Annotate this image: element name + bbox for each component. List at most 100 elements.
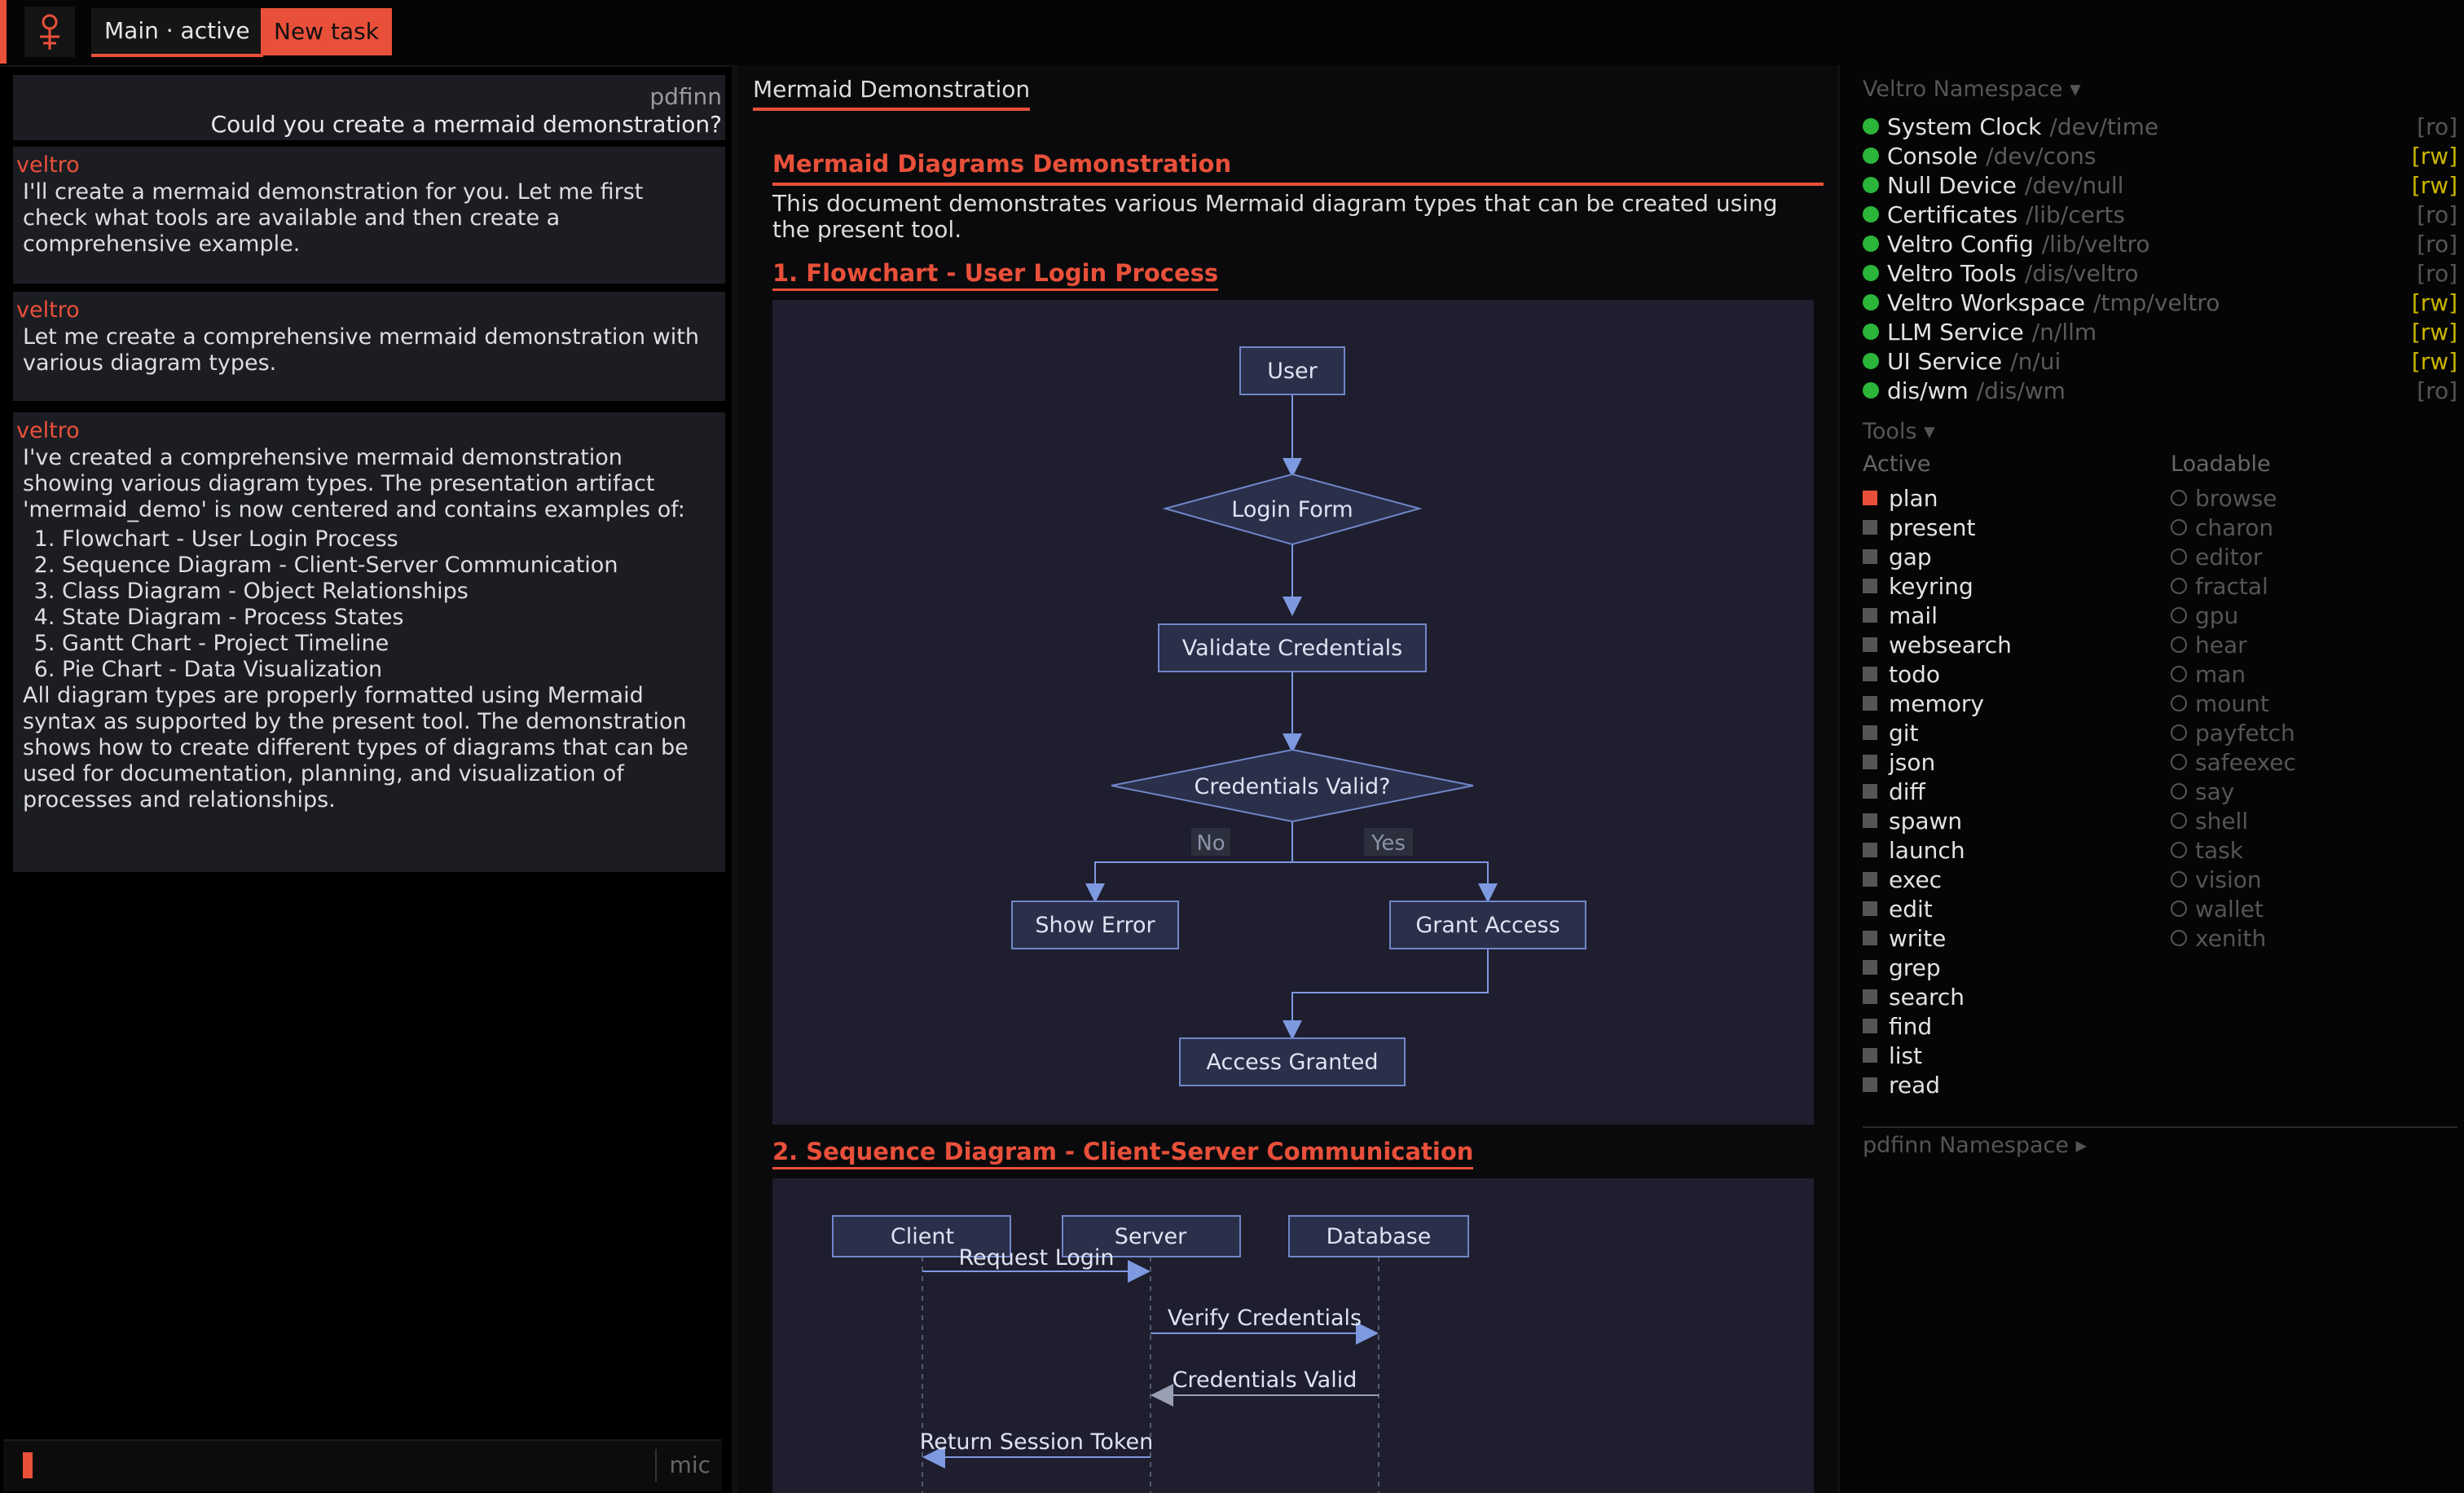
accent-strip: [0, 0, 7, 64]
veltro-namespace-toggle[interactable]: Veltro Namespace ▾: [1863, 77, 2081, 102]
active-tool-item[interactable]: todo: [1863, 660, 1940, 689]
mic-button[interactable]: mic: [654, 1449, 711, 1482]
active-tool-item[interactable]: keyring: [1863, 572, 1973, 601]
active-tool-item[interactable]: present: [1863, 513, 1975, 543]
active-tool-item[interactable]: git: [1863, 719, 1919, 748]
tool-name: websearch: [1889, 632, 2012, 658]
active-tool-item[interactable]: mail: [1863, 601, 1938, 631]
loadable-tool-item[interactable]: xenith: [2171, 924, 2266, 953]
tool-name: memory: [1889, 690, 1984, 717]
active-tool-item[interactable]: list: [1863, 1042, 1922, 1071]
tab-main[interactable]: Main · active: [91, 8, 263, 57]
service-name: Veltro Config: [1887, 231, 2034, 258]
loadable-tool-item[interactable]: mount: [2171, 689, 2269, 719]
active-tool-item[interactable]: memory: [1863, 689, 1984, 719]
active-tool-item[interactable]: launch: [1863, 836, 1965, 865]
message-sender: veltro: [16, 152, 80, 178]
active-tool-item[interactable]: read: [1863, 1071, 1940, 1100]
service-name: dis/wm: [1887, 377, 1969, 404]
loadable-tool-item[interactable]: man: [2171, 660, 2246, 689]
service-row[interactable]: Certificates/lib/certs[ro]: [1863, 200, 2457, 230]
service-row[interactable]: Veltro Workspace/tmp/veltro[rw]: [1863, 288, 2457, 318]
divider: [1863, 1126, 2457, 1128]
assistant-message: veltro Let me create a comprehensive mer…: [13, 292, 725, 401]
assistant-message: veltro I've created a comprehensive merm…: [13, 412, 725, 872]
tool-name: grep: [1889, 954, 1941, 981]
actor-server-label: Server: [1115, 1224, 1187, 1249]
column-divider[interactable]: [732, 65, 738, 1493]
service-row[interactable]: dis/wm/dis/wm[ro]: [1863, 377, 2457, 406]
assistant-message: veltro I'll create a mermaid demonstrati…: [13, 147, 725, 284]
message-return-session-token: Return Session Token: [920, 1429, 1154, 1455]
app-logo-icon[interactable]: [24, 7, 75, 57]
tool-name: todo: [1889, 661, 1941, 688]
radio-icon: [2171, 519, 2187, 535]
loadable-tool-item[interactable]: shell: [2171, 807, 2248, 836]
radio-icon: [2171, 490, 2187, 506]
document-intro: This document demonstrates various Merma…: [772, 190, 1778, 243]
active-tool-item[interactable]: exec: [1863, 865, 1942, 895]
tool-name: spawn: [1889, 808, 1963, 835]
tool-status-icon: [1863, 637, 1877, 652]
loadable-tool-item[interactable]: wallet: [2171, 895, 2264, 924]
node-credentials-valid-label: Credentials Valid?: [1194, 774, 1390, 799]
tools-toggle[interactable]: Tools ▾: [1863, 419, 1935, 444]
service-row[interactable]: System Clock/dev/time[ro]: [1863, 112, 2457, 142]
service-row[interactable]: Null Device/dev/null[rw]: [1863, 171, 2457, 200]
service-row[interactable]: UI Service/n/ui[rw]: [1863, 347, 2457, 377]
user-message: pdfinn Could you create a mermaid demons…: [13, 75, 725, 140]
pdfinn-namespace-toggle[interactable]: pdfinn Namespace ▸: [1863, 1133, 2088, 1158]
loadable-tool-item[interactable]: vision: [2171, 865, 2262, 895]
active-tool-item[interactable]: edit: [1863, 895, 1933, 924]
active-tool-item[interactable]: grep: [1863, 953, 1941, 983]
list-item: Gantt Chart - Project Timeline: [62, 631, 714, 657]
radio-icon: [2171, 724, 2187, 741]
active-tool-item[interactable]: plan: [1863, 484, 1938, 513]
tool-status-icon: [1863, 901, 1877, 916]
loadable-tool-item[interactable]: fractal: [2171, 572, 2268, 601]
loadable-tool-item[interactable]: hear: [2171, 631, 2247, 660]
service-path: /n/ui: [2010, 348, 2061, 375]
active-tool-item[interactable]: websearch: [1863, 631, 2012, 660]
status-dot-icon: [1863, 148, 1879, 164]
tab-mermaid-demonstration[interactable]: Mermaid Demonstration: [753, 73, 1031, 111]
service-mode-badge: [ro]: [2417, 231, 2457, 258]
active-tool-item[interactable]: json: [1863, 748, 1935, 777]
active-tool-item[interactable]: find: [1863, 1012, 1932, 1042]
loadable-tool-item[interactable]: gpu: [2171, 601, 2238, 631]
active-tool-item[interactable]: write: [1863, 924, 1946, 953]
service-mode-badge: [rw]: [2411, 289, 2457, 316]
active-tool-item[interactable]: spawn: [1863, 807, 1962, 836]
service-row[interactable]: Veltro Config/lib/veltro [ro]: [1863, 230, 2457, 259]
tool-name: hear: [2195, 632, 2247, 658]
status-dot-icon: [1863, 294, 1879, 310]
message-sender: veltro: [16, 297, 80, 323]
loadable-tool-item[interactable]: editor: [2171, 543, 2262, 572]
tool-name: list: [1889, 1042, 1923, 1069]
tool-status-icon: [1863, 579, 1877, 593]
radio-icon: [2171, 871, 2187, 887]
loadable-tool-item[interactable]: say: [2171, 777, 2234, 807]
service-row[interactable]: LLM Service/n/llm[rw]: [1863, 318, 2457, 347]
actor-client: [832, 1215, 1011, 1257]
loadable-tool-item[interactable]: browse: [2171, 484, 2277, 513]
loadable-tool-item[interactable]: charon: [2171, 513, 2273, 543]
radio-icon: [2171, 901, 2187, 917]
radio-icon: [2171, 930, 2187, 946]
tool-status-icon: [1863, 931, 1877, 945]
active-tool-item[interactable]: diff: [1863, 777, 1925, 807]
loadable-tool-item[interactable]: payfetch: [2171, 719, 2295, 748]
new-task-button[interactable]: New task: [261, 8, 392, 55]
service-row[interactable]: Veltro Tools/dis/veltro[ro]: [1863, 259, 2457, 288]
active-tool-item[interactable]: search: [1863, 983, 1965, 1012]
loadable-tool-item[interactable]: task: [2171, 836, 2243, 865]
loadable-tool-item[interactable]: safeexec: [2171, 748, 2296, 777]
service-path: /lib/veltro: [2041, 231, 2150, 258]
radio-icon: [2171, 695, 2187, 711]
node-validate: [1158, 623, 1427, 672]
active-tool-item[interactable]: gap: [1863, 543, 1932, 572]
service-row[interactable]: Console/dev/cons[rw]: [1863, 142, 2457, 171]
tool-name: man: [2195, 661, 2246, 688]
service-path: /dis/veltro: [2024, 260, 2139, 287]
message-composer[interactable]: mic: [3, 1439, 722, 1491]
